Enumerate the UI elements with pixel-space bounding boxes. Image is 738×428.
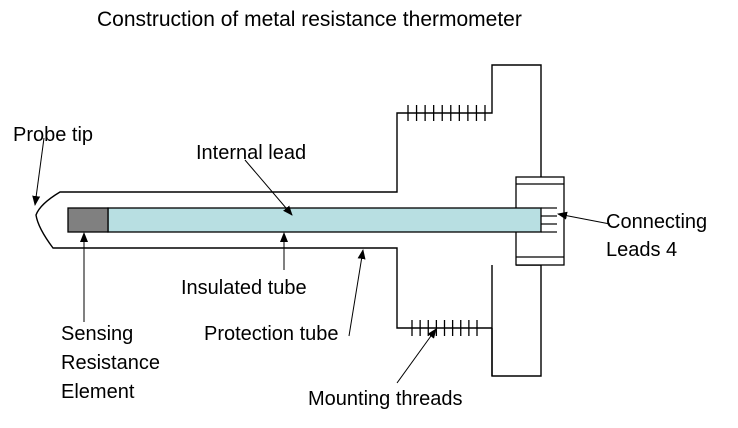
mounting-threads-bottom bbox=[411, 320, 478, 336]
mounting-threads-top bbox=[407, 105, 486, 121]
arrow-internal-lead bbox=[244, 159, 293, 216]
arrow-protection-tube bbox=[348, 249, 366, 337]
label-sensing-line1: Sensing bbox=[61, 323, 134, 345]
insulated-tube bbox=[107, 207, 542, 233]
label-sensing-line3: Element bbox=[61, 381, 135, 403]
connecting-leads bbox=[541, 207, 557, 233]
label-connecting-line1: Connecting bbox=[606, 211, 708, 233]
arrow-mounting-threads bbox=[396, 328, 437, 384]
label-connecting-line2: Leads 4 bbox=[606, 239, 678, 261]
arrow-connecting-leads bbox=[557, 211, 611, 225]
label-sensing-line2: Resistance bbox=[61, 352, 160, 374]
label-internal-lead: Internal lead bbox=[196, 142, 307, 164]
arrow-probe-tip bbox=[32, 137, 45, 206]
label-protection-tube: Protection tube bbox=[204, 323, 339, 345]
label-insulated-tube: Insulated tube bbox=[181, 277, 307, 299]
diagram-title: Construction of metal resistance thermom… bbox=[97, 8, 522, 31]
sensing-resistance-element bbox=[67, 207, 109, 233]
label-mounting-threads: Mounting threads bbox=[308, 388, 463, 410]
label-probe-tip: Probe tip bbox=[13, 124, 94, 146]
